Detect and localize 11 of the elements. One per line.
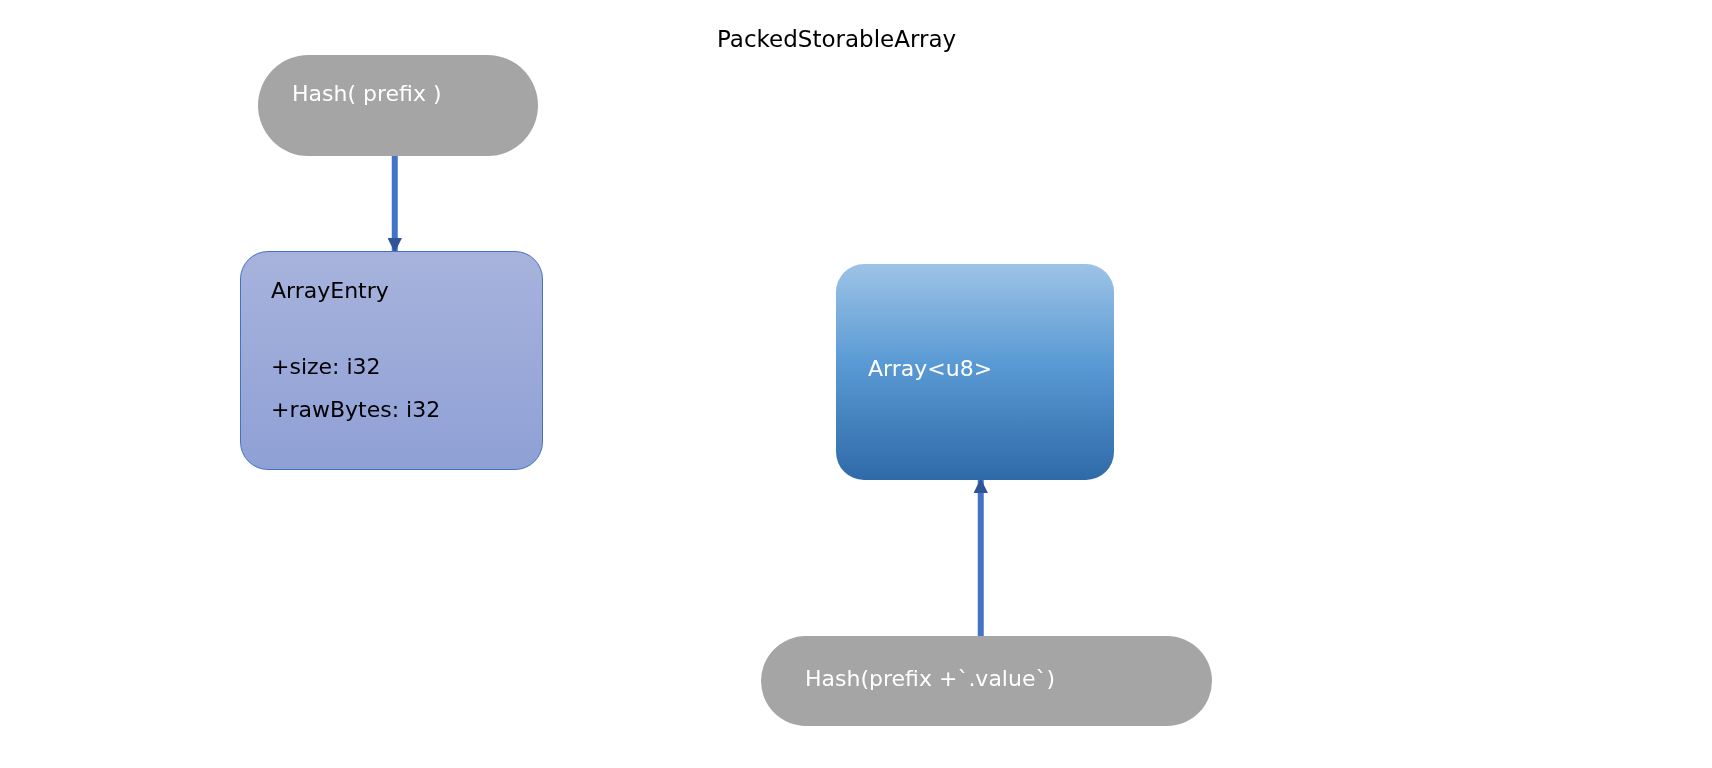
class-box (240, 251, 543, 470)
process-box (836, 264, 1114, 480)
arrow (973, 478, 988, 636)
node-label: Hash( prefix ) (292, 81, 442, 106)
attribute-text: +rawBytes: i32 (271, 397, 441, 422)
diagram-title: PackedStorableArray (717, 26, 957, 52)
node-label: Array<u8> (868, 356, 993, 381)
attribute-text: +size: i32 (271, 354, 381, 379)
arrow (387, 156, 402, 253)
node-label: Hash(prefix +`.value`) (805, 666, 1056, 691)
class-name: ArrayEntry (271, 278, 389, 303)
